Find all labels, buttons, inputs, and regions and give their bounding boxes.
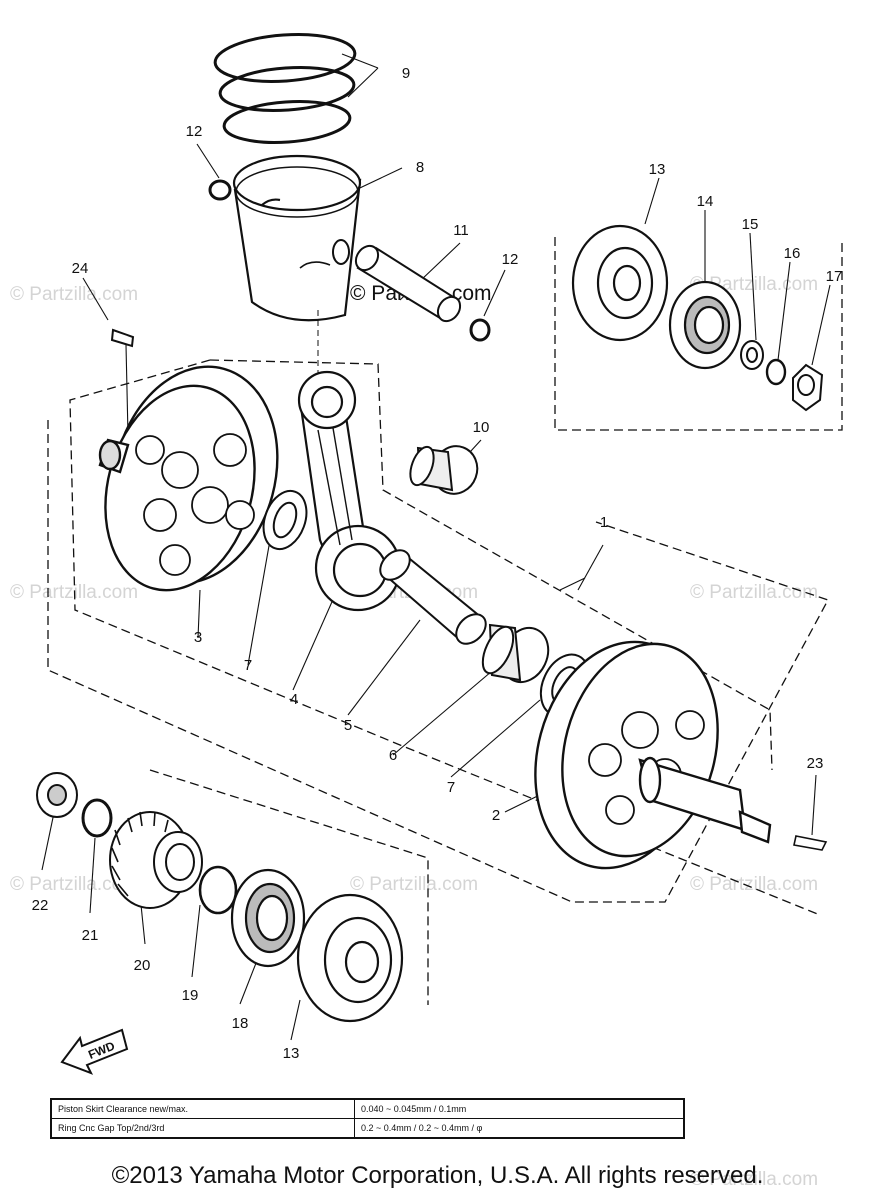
nut-left (36, 772, 78, 818)
oil-seal-left (230, 868, 306, 968)
callout-21: 21 (82, 927, 99, 944)
crank-web-right (534, 640, 772, 870)
watermark: © Partzilla.com (350, 874, 478, 895)
woodruff-key (110, 328, 135, 348)
callout-2: 2 (492, 807, 500, 824)
piston-pin (354, 244, 462, 323)
callout-24: 24 (72, 260, 89, 277)
o-ring (198, 865, 238, 915)
callout-5: 5 (344, 717, 352, 734)
small-end-bearing (409, 445, 479, 495)
callout-9: 9 (402, 65, 410, 82)
circlip-lower (469, 318, 491, 342)
callout-13-upper: 13 (649, 161, 666, 178)
callout-8: 8 (416, 159, 424, 176)
spec-label: Ring Cnc Gap Top/2nd/3rd (50, 1118, 355, 1139)
primary-drive-gear (109, 811, 203, 909)
piston (232, 154, 362, 375)
thrust-washer-left (262, 489, 308, 551)
oil-seal-right (668, 280, 742, 370)
woodruff-key-right (793, 835, 828, 851)
callout-labels: 1 2 3 4 5 6 7 7 8 9 10 11 12 12 13 13 14… (32, 65, 843, 1062)
bearing-group-boundary (554, 237, 843, 431)
piston-rings (213, 33, 357, 144)
callout-12-upper: 12 (186, 123, 203, 140)
watermark: © Partzilla.com (10, 874, 138, 895)
watermark: © Partzilla.com (690, 582, 818, 603)
callout-18: 18 (232, 1015, 249, 1032)
callout-17: 17 (826, 268, 843, 285)
connecting-rod (297, 370, 402, 612)
watermark: © Partzilla.com (690, 874, 818, 895)
nut-right (792, 363, 824, 412)
callout-4: 4 (290, 691, 298, 708)
lock-washer-left (81, 798, 113, 838)
callout-7-right: 7 (447, 779, 455, 796)
callout-19: 19 (182, 987, 199, 1004)
callout-23: 23 (807, 755, 824, 772)
spec-row: Piston Skirt Clearance new/max. 0.040 ~ … (50, 1098, 685, 1119)
callout-14: 14 (697, 193, 714, 210)
main-bearing-left (296, 893, 404, 1023)
crank-web-left (98, 365, 279, 592)
washer-right (740, 340, 764, 370)
callout-15: 15 (742, 216, 759, 233)
spec-value: 0.2 ~ 0.4mm / 0.2 ~ 0.4mm / φ (354, 1118, 685, 1139)
spec-row: Ring Cnc Gap Top/2nd/3rd 0.2 ~ 0.4mm / 0… (50, 1118, 685, 1139)
callout-7-left: 7 (244, 657, 252, 674)
watermark: © Partzilla.com (690, 1169, 818, 1190)
lock-washer-right (765, 358, 787, 386)
callout-22: 22 (32, 897, 49, 914)
leader-lines (41, 53, 831, 1041)
forward-arrow-icon: FWD (60, 1028, 129, 1075)
crank-pin (379, 549, 487, 645)
callout-20: 20 (134, 957, 151, 974)
circlip-upper (208, 179, 232, 201)
callout-11: 11 (453, 222, 469, 239)
callout-3: 3 (194, 629, 202, 646)
watermark: © Partzilla.com (10, 284, 138, 305)
callout-10: 10 (473, 419, 490, 436)
callout-6: 6 (389, 747, 397, 764)
big-end-bearing (481, 623, 550, 684)
callout-1: 1 (600, 514, 608, 531)
callout-16: 16 (784, 245, 801, 262)
spec-value: 0.040 ~ 0.045mm / 0.1mm (354, 1098, 685, 1119)
spec-label: Piston Skirt Clearance new/max. (50, 1098, 355, 1119)
callout-13-lower: 13 (283, 1045, 300, 1062)
copyright-notice: ©2013 Yamaha Motor Corporation, U.S.A. A… (111, 1162, 764, 1189)
callout-12-lower: 12 (502, 251, 519, 268)
main-bearing-right (571, 224, 669, 342)
spec-table: Piston Skirt Clearance new/max. 0.040 ~ … (50, 1098, 685, 1139)
crank-assembly-boundary (209, 359, 773, 771)
